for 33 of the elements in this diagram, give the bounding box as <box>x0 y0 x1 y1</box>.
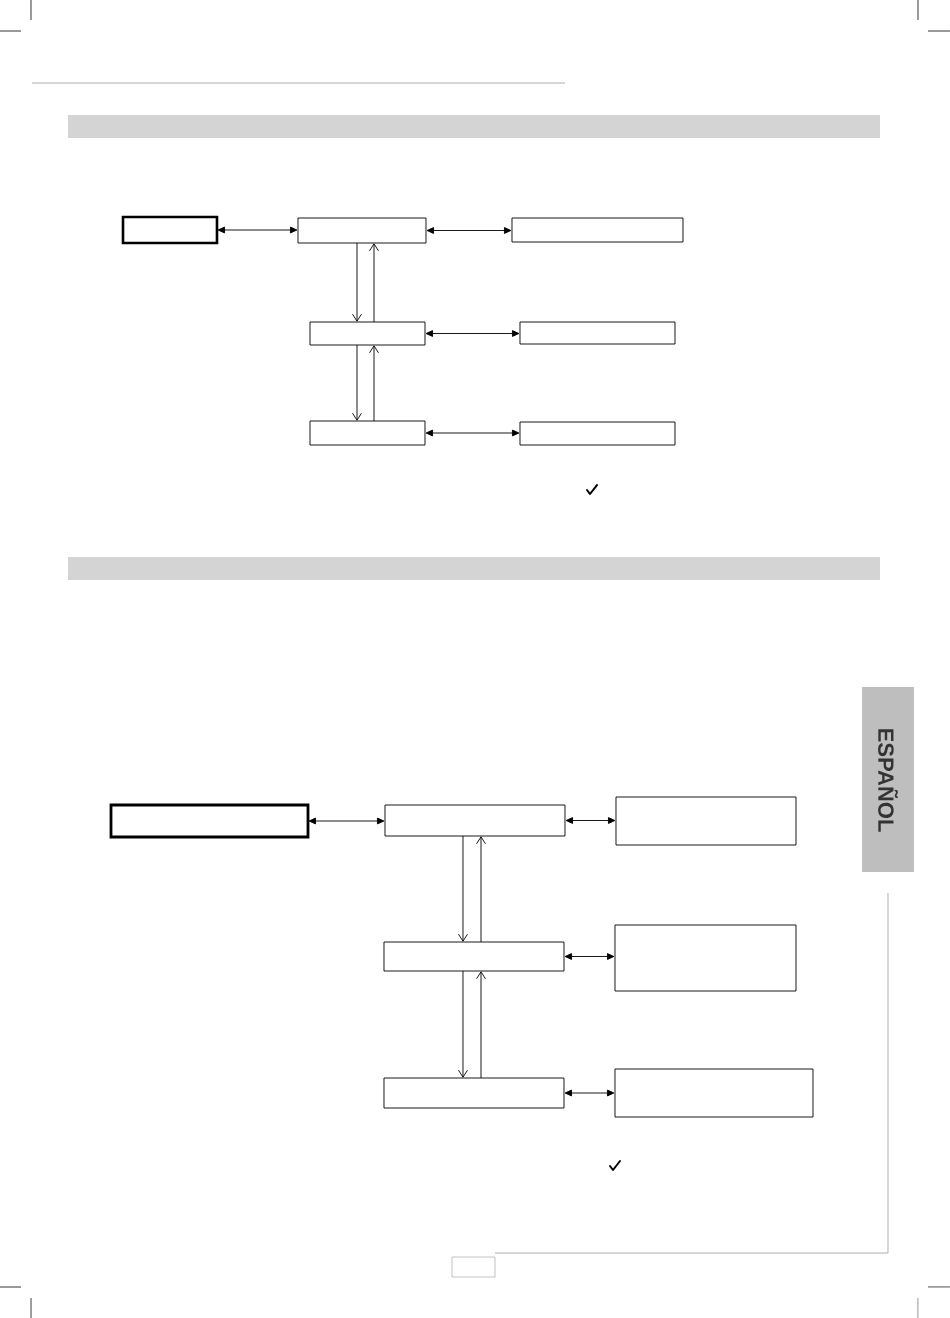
empty-box <box>383 1077 565 1109</box>
bold-empty-box <box>121 215 219 245</box>
double-arrow <box>308 817 385 825</box>
section-bar <box>68 557 880 580</box>
empty-box <box>614 924 797 992</box>
double-arrow <box>565 817 616 824</box>
empty-box <box>384 804 566 837</box>
empty-box <box>309 420 426 446</box>
empty-box <box>297 217 427 244</box>
empty-box <box>519 321 676 345</box>
empty-box <box>309 321 426 346</box>
section-bar <box>68 115 880 138</box>
double-arrow <box>217 226 298 234</box>
arrow <box>458 970 468 1078</box>
bold-empty-box <box>109 803 310 839</box>
arrow <box>476 836 486 943</box>
empty-box <box>615 796 797 846</box>
arrow <box>369 345 379 422</box>
arrow <box>352 344 362 421</box>
double-arrow <box>425 429 520 437</box>
double-arrow <box>564 953 615 960</box>
empty-box <box>511 217 684 243</box>
language-tab: ESPAÑOL <box>862 687 914 872</box>
arrow <box>352 242 362 322</box>
arrow <box>458 835 468 942</box>
arrow <box>476 971 486 1079</box>
double-arrow <box>425 330 520 337</box>
double-arrow <box>564 1089 615 1097</box>
arrow <box>369 243 379 323</box>
empty-box <box>614 1068 814 1118</box>
double-arrow <box>426 227 512 234</box>
empty-box <box>519 421 676 446</box>
empty-box <box>383 941 565 972</box>
